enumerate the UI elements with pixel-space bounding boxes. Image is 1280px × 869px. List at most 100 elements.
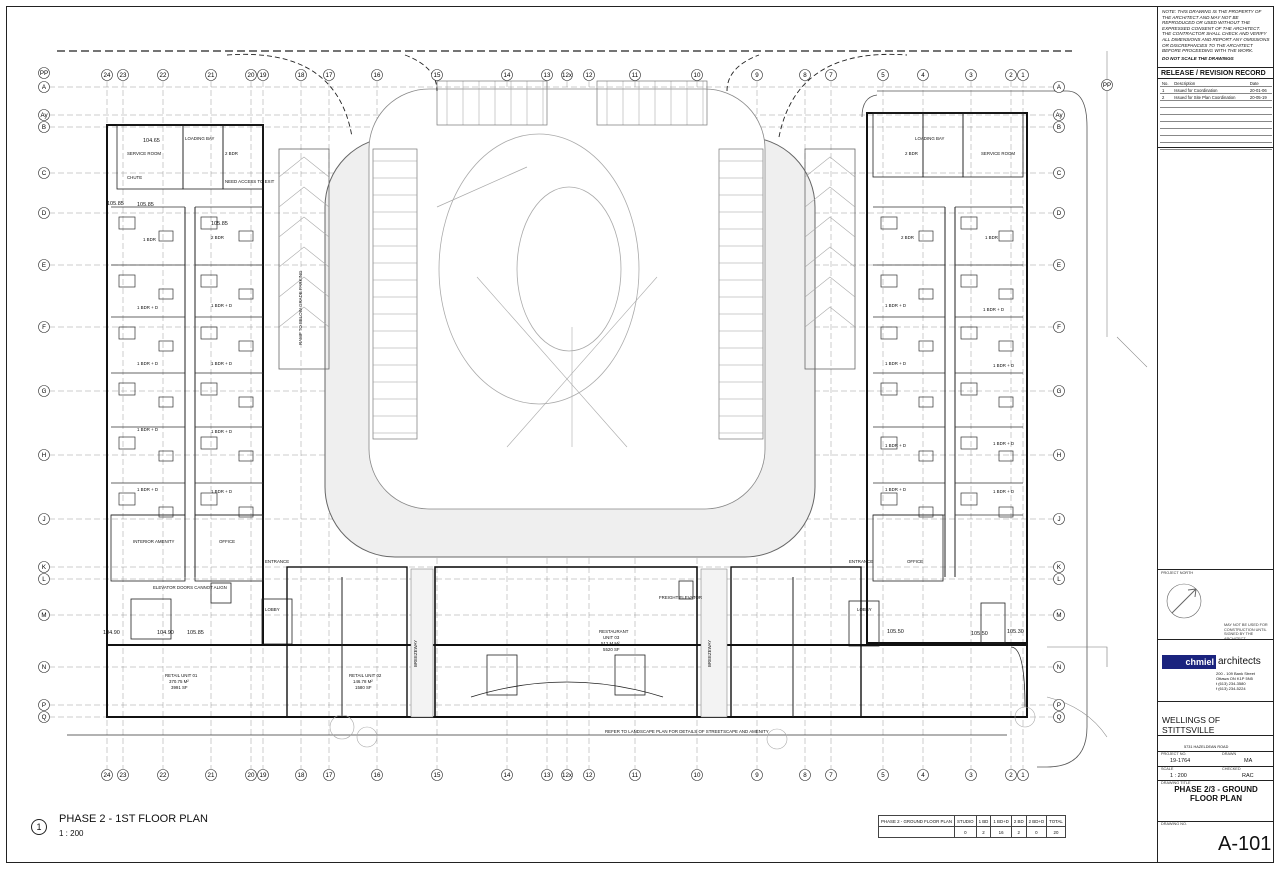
unit-table-header: 2 BD+D (1025, 815, 1048, 827)
room-1bdr-left: 1 BDR (143, 237, 156, 242)
rev-header-no: No. (1160, 80, 1173, 87)
room-1bdrd-l6: 1 BDR + D (211, 429, 232, 434)
grid-col-top-23-label: 23 (120, 72, 127, 79)
grid-row-left-J-label: J (42, 516, 45, 523)
grid-col-top-20: 20 (245, 69, 257, 81)
room-1bdrd-r1: 1 BDR + D (885, 303, 906, 308)
grid-col-bottom-12-label: 12 (586, 772, 593, 779)
room-restaurant-m2: 512 M.M² (601, 641, 620, 646)
drawing-number: A-101 (1218, 833, 1272, 855)
unit-table-cell: 16 (990, 826, 1012, 838)
grid-col-top-8: 8 (799, 69, 811, 81)
grid-row-right-J-label: J (1057, 516, 1060, 523)
room-lobby-right: LOBBY (857, 607, 872, 612)
ramp-left (278, 148, 330, 370)
grid-col-top-17: 17 (323, 69, 335, 81)
grid-row-left-Ay: Ay (38, 109, 50, 121)
grid-col-bottom-13: 13 (541, 769, 553, 781)
grid-col-bottom-18-label: 18 (298, 772, 305, 779)
elev-left-c: 105.85 (211, 221, 228, 227)
room-1bdrd-r6: 1 BDR + D (993, 441, 1014, 446)
do-not-scale-note: DO NOT SCALE THE DRAWINGS (1162, 55, 1234, 61)
grid-row-left-F: F (38, 321, 50, 333)
drawn-label: DRAWN (1222, 752, 1237, 756)
project-no: 19-1764 (1170, 758, 1191, 764)
grid-row-right-F-label: F (1057, 324, 1061, 331)
elev-left-a: 105.85 (107, 201, 124, 207)
grid-row-right-B: B (1053, 121, 1065, 133)
parking-top-right (596, 80, 708, 126)
grid-row-left-pp-label: PP (40, 70, 48, 77)
rev-header-desc: Description (1172, 80, 1248, 87)
grid-row-left-E-label: E (42, 262, 46, 269)
grid-row-right-P-label: P (1057, 702, 1061, 709)
grid-col-top-5: 5 (877, 69, 889, 81)
grid-col-bottom-16: 16 (371, 769, 383, 781)
grid-col-top-13: 13 (541, 69, 553, 81)
rev-date: 20-05-19 (1247, 93, 1272, 101)
grid-row-left-N-label: N (42, 664, 46, 671)
checked-label: CHECKED (1222, 767, 1241, 771)
grid-col-top-17-label: 17 (326, 72, 333, 79)
unit-table-header: 2 BD (1010, 815, 1027, 827)
courtyard (368, 88, 766, 510)
room-restaurant: RESTAURANT (599, 629, 629, 634)
grid-row-right-H: H (1053, 449, 1065, 461)
room-2bdr-right: 2 BDR (901, 235, 914, 240)
grid-row-right-H-label: H (1057, 452, 1061, 459)
firm-name-a: chmiel (1162, 655, 1216, 669)
grid-col-bottom-5: 5 (877, 769, 889, 781)
grid-col-bottom-3-label: 3 (969, 772, 973, 779)
scale-value: 1 : 200 (1170, 773, 1187, 779)
elev-left-d: 104.90 (103, 630, 120, 636)
grid-row-right-B-label: B (1057, 124, 1061, 131)
grid-col-bottom-4: 4 (917, 769, 929, 781)
checked-by: RAC (1242, 773, 1254, 779)
grid-col-top-16: 16 (371, 69, 383, 81)
unit-table-header: 1 BD+D (990, 815, 1012, 827)
grid-row-right-pp: PP (1101, 79, 1113, 91)
elev-left-b: 105.85 (137, 202, 154, 208)
elev-left-e: 104.90 (157, 630, 174, 636)
parking-right (718, 148, 764, 440)
grid-row-left-F-label: F (42, 324, 46, 331)
room-1bdrd-l2: 1 BDR + D (211, 303, 232, 308)
grid-col-top-15: 15 (431, 69, 443, 81)
label-landscape-note: REFER TO LANDSCAPE PLAN FOR DETAILS OF S… (605, 729, 769, 734)
grid-col-bottom-2: 2 (1005, 769, 1017, 781)
label-entrance-left: ENTRANCE (265, 559, 289, 564)
room-service-left: SERVICE ROOM (127, 151, 161, 156)
copyright-note: NOTE: THIS DRAWING IS THE PROPERTY OF TH… (1162, 9, 1270, 54)
grid-col-top-2-label: 2 (1009, 72, 1013, 79)
revision-row: 1 Issued for Coordination 20-01-06 (1160, 86, 1272, 94)
grid-col-bottom-14-label: 14 (504, 772, 511, 779)
grid-row-right-N-label: N (1057, 664, 1061, 671)
view-scale: 1 : 200 (59, 829, 84, 838)
revision-row: 2 Issued for Site Plan Coordination 20-0… (1160, 93, 1272, 101)
grid-row-right-G: G (1053, 385, 1065, 397)
grid-row-left-C-label: C (42, 170, 47, 177)
room-1bdrd-l3: 1 BDR + D (137, 361, 158, 366)
grid-col-top-24-label: 24 (104, 72, 111, 79)
grid-col-top-9-label: 9 (755, 72, 759, 79)
grid-col-bottom-21-label: 21 (208, 772, 215, 779)
grid-row-left-L: L (38, 573, 50, 585)
grid-col-bottom-18: 18 (295, 769, 307, 781)
grid-col-top-10-label: 10 (694, 72, 701, 79)
grid-col-bottom-3: 3 (965, 769, 977, 781)
firm-name-b: architects (1218, 656, 1261, 667)
elev-right-a: 105.50 (887, 629, 904, 635)
label-need-access: NEED ACCESS TO EXIT (225, 179, 275, 184)
unit-table-cell: 2 (1010, 826, 1027, 838)
grid-col-bottom-22-label: 22 (160, 772, 167, 779)
grid-col-top-19: 19 (257, 69, 269, 81)
grid-row-right-F: F (1053, 321, 1065, 333)
grid-col-top-15-label: 15 (434, 72, 441, 79)
grid-col-bottom-24: 24 (101, 769, 113, 781)
firm-address-line: 200 - 109 Bank Street (1216, 671, 1255, 676)
elev-right-b: 105.50 (971, 631, 988, 637)
room-interior-amenity: INTERIOR AMENITY (133, 539, 175, 544)
grid-col-bottom-14: 14 (501, 769, 513, 781)
room-1bdrd-r2: 1 BDR + D (983, 307, 1004, 312)
grid-row-right-A-label: A (1057, 84, 1062, 91)
